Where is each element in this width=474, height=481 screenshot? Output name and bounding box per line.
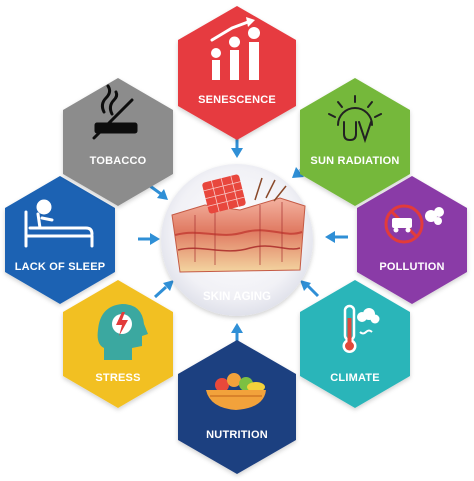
arrow-tobacco bbox=[149, 184, 168, 200]
factor-stress: STRESS bbox=[63, 280, 173, 408]
center-node: SKIN AGING bbox=[161, 164, 313, 316]
label-senescence: SENESCENCE bbox=[198, 94, 276, 106]
factor-pollution: POLLUTION bbox=[357, 176, 467, 304]
factor-lack-of-sleep: LACK OF SLEEP bbox=[5, 176, 115, 304]
head-lightning-icon bbox=[97, 304, 148, 360]
hexagon-lack-of-sleep bbox=[5, 176, 115, 304]
food-bowl-icon bbox=[206, 373, 266, 410]
factor-sun-radiation: SUN RADIATION bbox=[300, 78, 410, 206]
factor-tobacco: TOBACCO bbox=[63, 78, 173, 206]
center-label: SKIN AGING bbox=[203, 291, 271, 303]
skin-cross-section-icon bbox=[171, 174, 306, 273]
no-smoking-icon bbox=[92, 84, 138, 140]
hexagon-sun-radiation bbox=[300, 78, 410, 206]
label-tobacco: TOBACCO bbox=[90, 155, 147, 167]
label-lack-of-sleep: LACK OF SLEEP bbox=[15, 261, 106, 273]
factor-climate: CLIMATE bbox=[300, 280, 410, 408]
no-car-smoke-icon bbox=[384, 204, 444, 244]
arrow-climate bbox=[300, 280, 320, 298]
person-sofa-icon bbox=[24, 199, 94, 248]
arrow-stress bbox=[153, 280, 174, 299]
label-stress: STRESS bbox=[95, 372, 140, 384]
factor-nutrition: NUTRITION bbox=[178, 340, 296, 474]
arrow-lack-of-sleep bbox=[138, 233, 160, 245]
label-nutrition: NUTRITION bbox=[206, 429, 268, 441]
factor-senescence: SENESCENCE bbox=[178, 6, 296, 140]
label-sun-radiation: SUN RADIATION bbox=[310, 155, 399, 167]
arrow-pollution bbox=[325, 231, 348, 243]
thermometer-cloud-icon bbox=[342, 304, 380, 353]
growth-people-icon bbox=[210, 17, 260, 80]
sun-uv-icon bbox=[328, 95, 382, 144]
label-pollution: POLLUTION bbox=[379, 261, 444, 273]
label-climate: CLIMATE bbox=[330, 372, 379, 384]
hexagon-tobacco bbox=[63, 78, 173, 206]
